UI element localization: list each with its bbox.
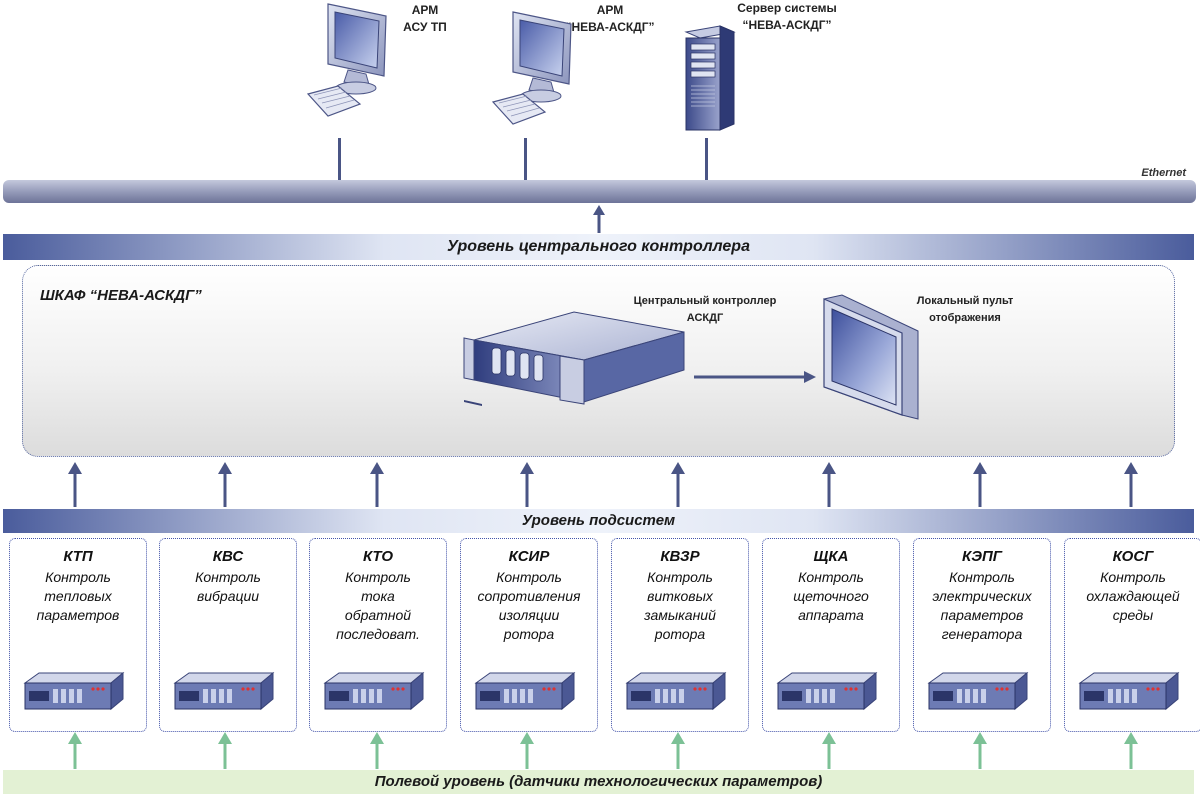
subsystem-description: Контроль щеточного аппарата <box>763 568 899 625</box>
subsystem-description-line: изоляции <box>498 607 560 623</box>
subsystem-code: КСИР <box>508 548 550 565</box>
subsystem-description-line: аппарата <box>798 607 864 623</box>
central-controller-level-bar: Уровень центрального контроллера <box>3 234 1194 260</box>
up-arrow-icon <box>593 205 605 233</box>
server-label-line: Сервер системы <box>737 1 837 15</box>
subsystem-description: Контроль охлаждающей среды <box>1065 568 1200 625</box>
subsystem-description-line: генератора <box>941 626 1023 642</box>
subsystem-code: КТП <box>63 548 93 565</box>
subsystem-description-line: охлаждающей <box>1086 588 1180 604</box>
rack-controller-icon[interactable] <box>462 310 687 412</box>
subsystem-description: Контроль витковых замыканий ротора <box>612 568 748 644</box>
central-controller-label-line: АСКДГ <box>686 312 724 324</box>
subsystem-description-line: электрических <box>932 588 1032 604</box>
subsystem-box-3[interactable]: КТО Контроль тока обратной последоват. <box>309 538 447 732</box>
subsystem-code: ЩКА <box>813 548 849 565</box>
subsystem-box-8[interactable]: КОСГ Контроль охлаждающей среды <box>1064 538 1200 732</box>
field-level-bar: Полевой уровень (датчики технологических… <box>3 770 1194 794</box>
desktop-computer-icon[interactable] <box>298 2 394 124</box>
workstation-label-line: АРМ <box>596 3 624 17</box>
subsystem-description-line: среды <box>1112 607 1154 623</box>
subsystem-description: Контроль тока обратной последоват. <box>310 568 446 644</box>
subsystem-description-line: сопротивления <box>477 588 581 604</box>
workstation-label-line: АРМ <box>411 3 439 17</box>
subsystem-description: Контроль тепловых параметров <box>10 568 146 625</box>
field-to-subsystem-arrows <box>68 732 1138 769</box>
cabinet-title: ШКАФ “НЕВА-АСКДГ” <box>40 287 202 304</box>
connector-line <box>705 138 708 181</box>
workstation-label-asu-tp: АРМ АСУ ТП <box>370 2 480 36</box>
subsystem-description-line: тепловых <box>44 588 112 604</box>
subsystem-box-2[interactable]: КВС Контроль вибрации <box>159 538 297 732</box>
ethernet-bus <box>3 180 1196 203</box>
subsystem-description-line: Контроль <box>798 569 864 585</box>
subsystem-box-6[interactable]: ЩКА Контроль щеточного аппарата <box>762 538 900 732</box>
subsystem-description-line: замыканий <box>644 607 716 623</box>
server-tower-icon[interactable] <box>680 24 740 134</box>
subsystem-description-line: Контроль <box>195 569 261 585</box>
right-arrow-icon <box>694 371 816 383</box>
controller-module-icon <box>1076 671 1180 713</box>
controller-module-icon <box>21 671 125 713</box>
local-display-label: Локальный пульт отображения <box>890 293 1040 327</box>
controller-module-icon <box>774 671 878 713</box>
subsystem-description-line: тока <box>361 588 395 604</box>
workstation-label-line: АСУ ТП <box>403 20 447 34</box>
subsystem-code: КОСГ <box>1112 548 1154 565</box>
central-controller-label-line: Центральный контроллер <box>633 295 777 307</box>
subsystem-box-1[interactable]: КТП Контроль тепловых параметров <box>9 538 147 732</box>
subsystem-description-line: параметров <box>36 607 120 623</box>
ethernet-label: Ethernet <box>1141 167 1186 179</box>
workstation-label-line: “НЕВА-АСКДГ” <box>565 20 655 34</box>
server-label-line: “НЕВА-АСКДГ” <box>742 18 832 32</box>
subsystem-description: Контроль вибрации <box>160 568 296 606</box>
controller-module-icon <box>321 671 425 713</box>
local-display-label-line: отображения <box>929 312 1001 324</box>
subsystem-description-line: витковых <box>647 588 713 604</box>
controller-module-icon <box>925 671 1029 713</box>
subsystem-box-5[interactable]: КВЗР Контроль витковых замыканий ротора <box>611 538 749 732</box>
subsystem-description-line: Контроль <box>45 569 111 585</box>
subsystem-code: КВЗР <box>660 548 700 565</box>
subsystem-to-cabinet-arrows <box>68 462 1138 507</box>
subsystem-description-line: Контроль <box>949 569 1015 585</box>
subsystem-description-line: щеточного <box>793 588 869 604</box>
subsystem-code: КТО <box>362 548 394 565</box>
subsystem-description-line: Контроль <box>647 569 713 585</box>
subsystem-code: КЭПГ <box>962 548 1002 565</box>
subsystem-description-line: последоват. <box>336 626 420 642</box>
subsystem-description-line: обратной <box>344 607 412 623</box>
subsystem-code: КВС <box>212 548 244 565</box>
subsystem-description-line: ротора <box>654 626 706 642</box>
server-label: Сервер системы “НЕВА-АСКДГ” <box>722 0 852 34</box>
subsystems-level-bar: Уровень подсистем <box>3 509 1194 533</box>
subsystem-description-line: параметров <box>940 607 1024 623</box>
controller-module-icon <box>171 671 275 713</box>
subsystem-box-4[interactable]: КСИР Контроль сопротивления изоляции ротора <box>460 538 598 732</box>
subsystem-description-line: Контроль <box>1100 569 1166 585</box>
central-controller-label: Центральный контроллер АСКДГ <box>610 293 800 327</box>
local-display-label-line: Локальный пульт <box>916 295 1014 307</box>
subsystem-description: Контроль сопротивления изоляции ротора <box>461 568 597 644</box>
subsystem-description: Контроль электрических параметров генератор… <box>914 568 1050 644</box>
subsystem-description-line: Контроль <box>496 569 562 585</box>
connector-line <box>524 138 527 181</box>
display-monitor-icon[interactable] <box>820 293 920 421</box>
subsystem-box-7[interactable]: КЭПГ Контроль электрических параметров генер… <box>913 538 1051 732</box>
connector-line <box>338 138 341 181</box>
subsystem-description-line: ротора <box>503 626 555 642</box>
controller-module-icon <box>472 671 576 713</box>
desktop-computer-icon[interactable] <box>483 10 579 132</box>
workstation-label-neva: АРМ “НЕВА-АСКДГ” <box>545 2 675 36</box>
controller-module-icon <box>623 671 727 713</box>
subsystem-description-line: вибрации <box>196 588 260 604</box>
subsystem-description-line: Контроль <box>345 569 411 585</box>
